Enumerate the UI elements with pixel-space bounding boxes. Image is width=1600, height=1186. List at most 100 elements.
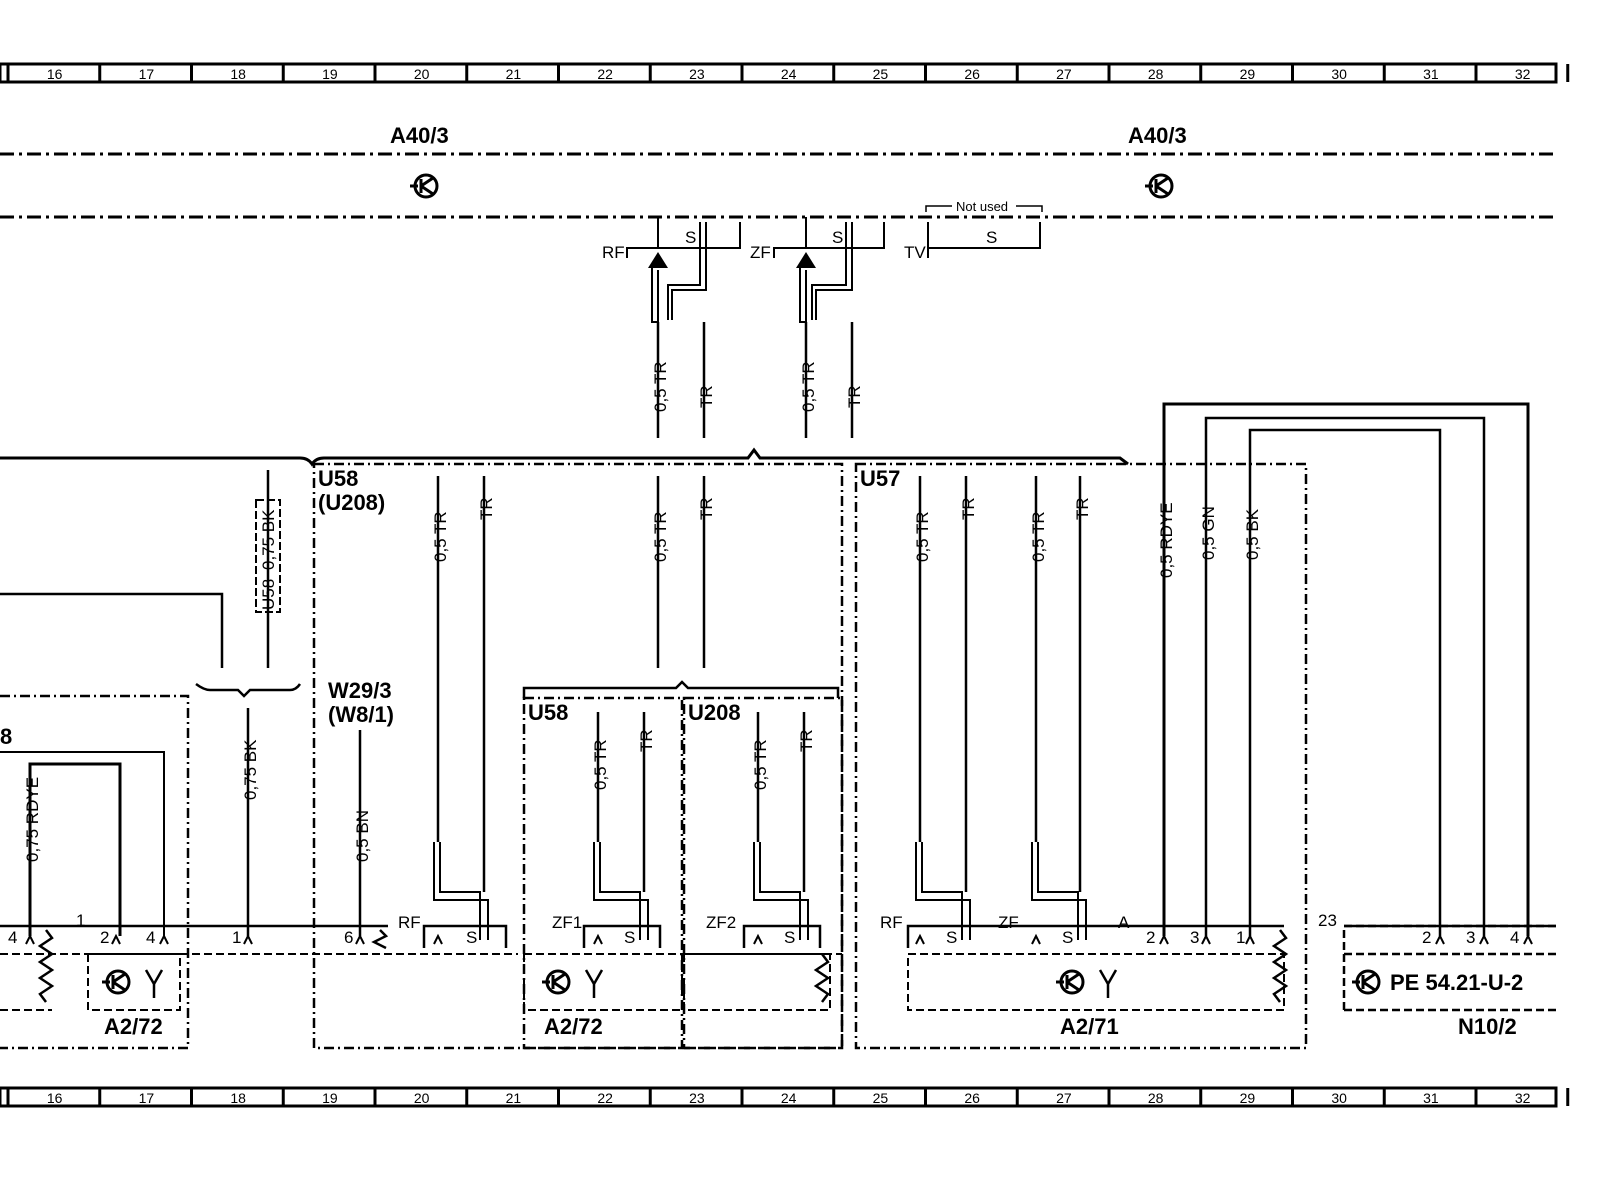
ruler-column-number: 25 xyxy=(873,66,889,82)
antenna-amplifier-icon xyxy=(408,173,439,199)
u208-label: (U208) xyxy=(318,490,385,515)
pin-label: 6 xyxy=(344,928,353,947)
pin-label: S xyxy=(784,928,795,947)
zf-label: ZF xyxy=(750,243,771,262)
a40-3-band: A40/3 A40/3 xyxy=(0,123,1556,219)
ruler-column-number: 20 xyxy=(414,1090,430,1106)
pin-labels: 4 1 2 4 1 6 RF S ZF1 S ZF2 S RF S ZF S A… xyxy=(8,911,1519,947)
tv-label: TV xyxy=(904,243,926,262)
modules: A2/72 A2/71 N10/2 PE 54.21-U-2 xyxy=(144,969,1523,1039)
shield-label: S xyxy=(832,228,843,247)
antenna-icon xyxy=(144,969,1118,998)
antenna-amplifier-icon xyxy=(1054,969,1085,995)
u57-label: U57 xyxy=(860,466,900,491)
ruler-column-number: 16 xyxy=(47,1090,63,1106)
w29-3: W29/3 (W8/1) 0,5 BN xyxy=(328,678,394,936)
pin-label: 2 xyxy=(1422,928,1431,947)
pin-label: 4 xyxy=(1510,928,1519,947)
wires-top-to-trunk xyxy=(656,322,854,438)
wire-label: 0,5 TR xyxy=(751,739,770,790)
u57-box: U57 xyxy=(854,462,1308,1050)
rf-label: RF xyxy=(602,243,625,262)
ruler-column-number: 28 xyxy=(1148,1090,1164,1106)
wire-label: 0,5 GN xyxy=(1199,506,1218,560)
ruler-column-number: 23 xyxy=(689,1090,705,1106)
antenna-icon xyxy=(100,969,131,995)
ruler-column-number: 19 xyxy=(322,1090,338,1106)
pin-label: 3 xyxy=(1190,928,1199,947)
wire-label: 0,5 TR xyxy=(431,511,450,562)
wire-label: TR xyxy=(845,385,864,408)
ruler-column-number: 25 xyxy=(873,1090,889,1106)
pin-label: S xyxy=(1062,928,1073,947)
w8-1-label: (W8/1) xyxy=(328,702,394,727)
pin-label: 1 xyxy=(76,911,85,930)
connector-zf-top: ZF S xyxy=(750,217,885,323)
u208-lower-label: U208 xyxy=(688,700,741,725)
shield-drops xyxy=(433,842,1087,940)
antenna-amplifier-icon xyxy=(1350,969,1381,995)
wire-label: TR xyxy=(477,497,496,520)
harness-brace xyxy=(0,447,1129,467)
ruler-column-number: 22 xyxy=(597,1090,613,1106)
pin-label: 4 xyxy=(8,928,17,947)
ruler-column-number: 18 xyxy=(230,1090,246,1106)
a2-72-label: A2/72 xyxy=(104,1014,163,1039)
u58-lower-label: U58 xyxy=(528,700,568,725)
shield-label: S xyxy=(986,228,997,247)
ruler-column-number: 26 xyxy=(964,1090,980,1106)
connector-rf-top: RF S xyxy=(602,217,741,323)
wire-label: 0,5 TR xyxy=(651,361,670,412)
ruler-column-number: 30 xyxy=(1331,66,1347,82)
ruler-column-number: 17 xyxy=(139,1090,155,1106)
wire-label: 0,5 TR xyxy=(651,511,670,562)
u58-u208-lower: U58 U208 0,5 TR TR 0,5 TR TR xyxy=(522,680,844,1050)
ruler-column-number: 27 xyxy=(1056,1090,1072,1106)
u58-shield: U58 0,75 BK xyxy=(0,470,302,698)
ruler-column-number: 22 xyxy=(597,66,613,82)
pin-label: 1 xyxy=(1236,928,1245,947)
ruler-column-number: 21 xyxy=(506,1090,522,1106)
wire-label: TR xyxy=(697,497,716,520)
wire-label: 0,5 TR xyxy=(591,739,610,790)
a2-71-label: A2/71 xyxy=(1060,1014,1119,1039)
a40-3-label-left: A40/3 xyxy=(390,123,449,148)
wire-label: 0,75 BK xyxy=(241,739,260,800)
wire-label: TR xyxy=(797,729,816,752)
pin-label: ZF1 xyxy=(552,913,582,932)
wire-label: TR xyxy=(637,729,656,752)
ruler-column-number: 16 xyxy=(47,66,63,82)
not-used-label: Not used xyxy=(956,199,1008,214)
a40-3-label-right: A40/3 xyxy=(1128,123,1187,148)
ruler-column-number: 23 xyxy=(689,66,705,82)
ruler-column-number: 32 xyxy=(1515,66,1531,82)
antenna-amplifier-icon xyxy=(540,969,571,995)
pin-markers xyxy=(25,933,1533,945)
wire-label: 0,5 TR xyxy=(799,361,818,412)
ruler-column-number: 20 xyxy=(414,66,430,82)
wire-label: 0,5 RDYE xyxy=(1157,502,1176,578)
pin-label: 2 xyxy=(100,928,109,947)
ruler-column-number: 17 xyxy=(139,66,155,82)
pin-label: S xyxy=(946,928,957,947)
wire-label: 0,5 TR xyxy=(913,511,932,562)
u57-wires xyxy=(436,402,1530,936)
pin-label: A xyxy=(1118,913,1130,932)
pin-label: 1 xyxy=(232,928,241,947)
pin-label: 23 xyxy=(1318,911,1337,930)
ruler-column-number: 18 xyxy=(230,66,246,82)
ruler-column-number: 24 xyxy=(781,66,797,82)
a2-72-label: A2/72 xyxy=(544,1014,603,1039)
ruler-column-number: 29 xyxy=(1240,1090,1256,1106)
u58-label: U58 xyxy=(318,466,358,491)
resistor-zigzags xyxy=(37,929,1289,1003)
pin-label: RF xyxy=(880,913,903,932)
wire-label: 0,75 RDYE xyxy=(23,777,42,862)
pin-label: ZF2 xyxy=(706,913,736,932)
wire-label: TR xyxy=(959,497,978,520)
ruler-column-number: 21 xyxy=(506,66,522,82)
pin-label: 4 xyxy=(146,928,155,947)
wire-label: 0,5 BK xyxy=(1243,508,1262,560)
